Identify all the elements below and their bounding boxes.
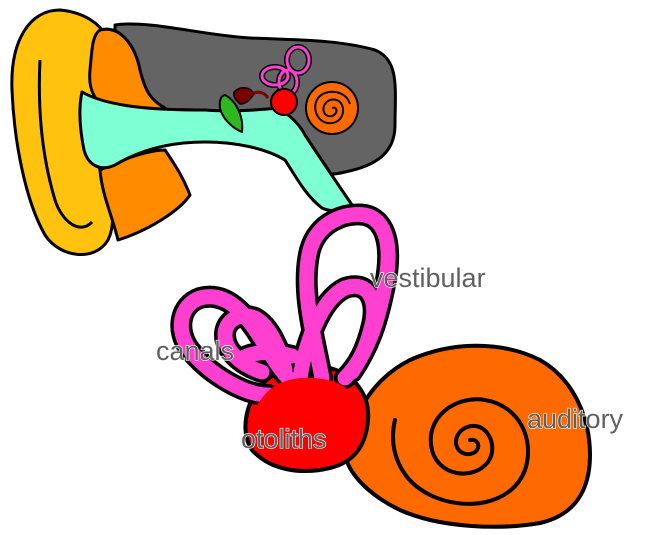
mini-otoliths [271,89,297,115]
inner-ear-enlarged [181,214,590,526]
label-otoliths: otoliths [241,424,327,454]
label-vestibular: vestibular [370,263,486,293]
label-auditory: auditory [527,404,624,434]
cochlea [345,346,590,527]
label-canals: canals [156,336,234,366]
